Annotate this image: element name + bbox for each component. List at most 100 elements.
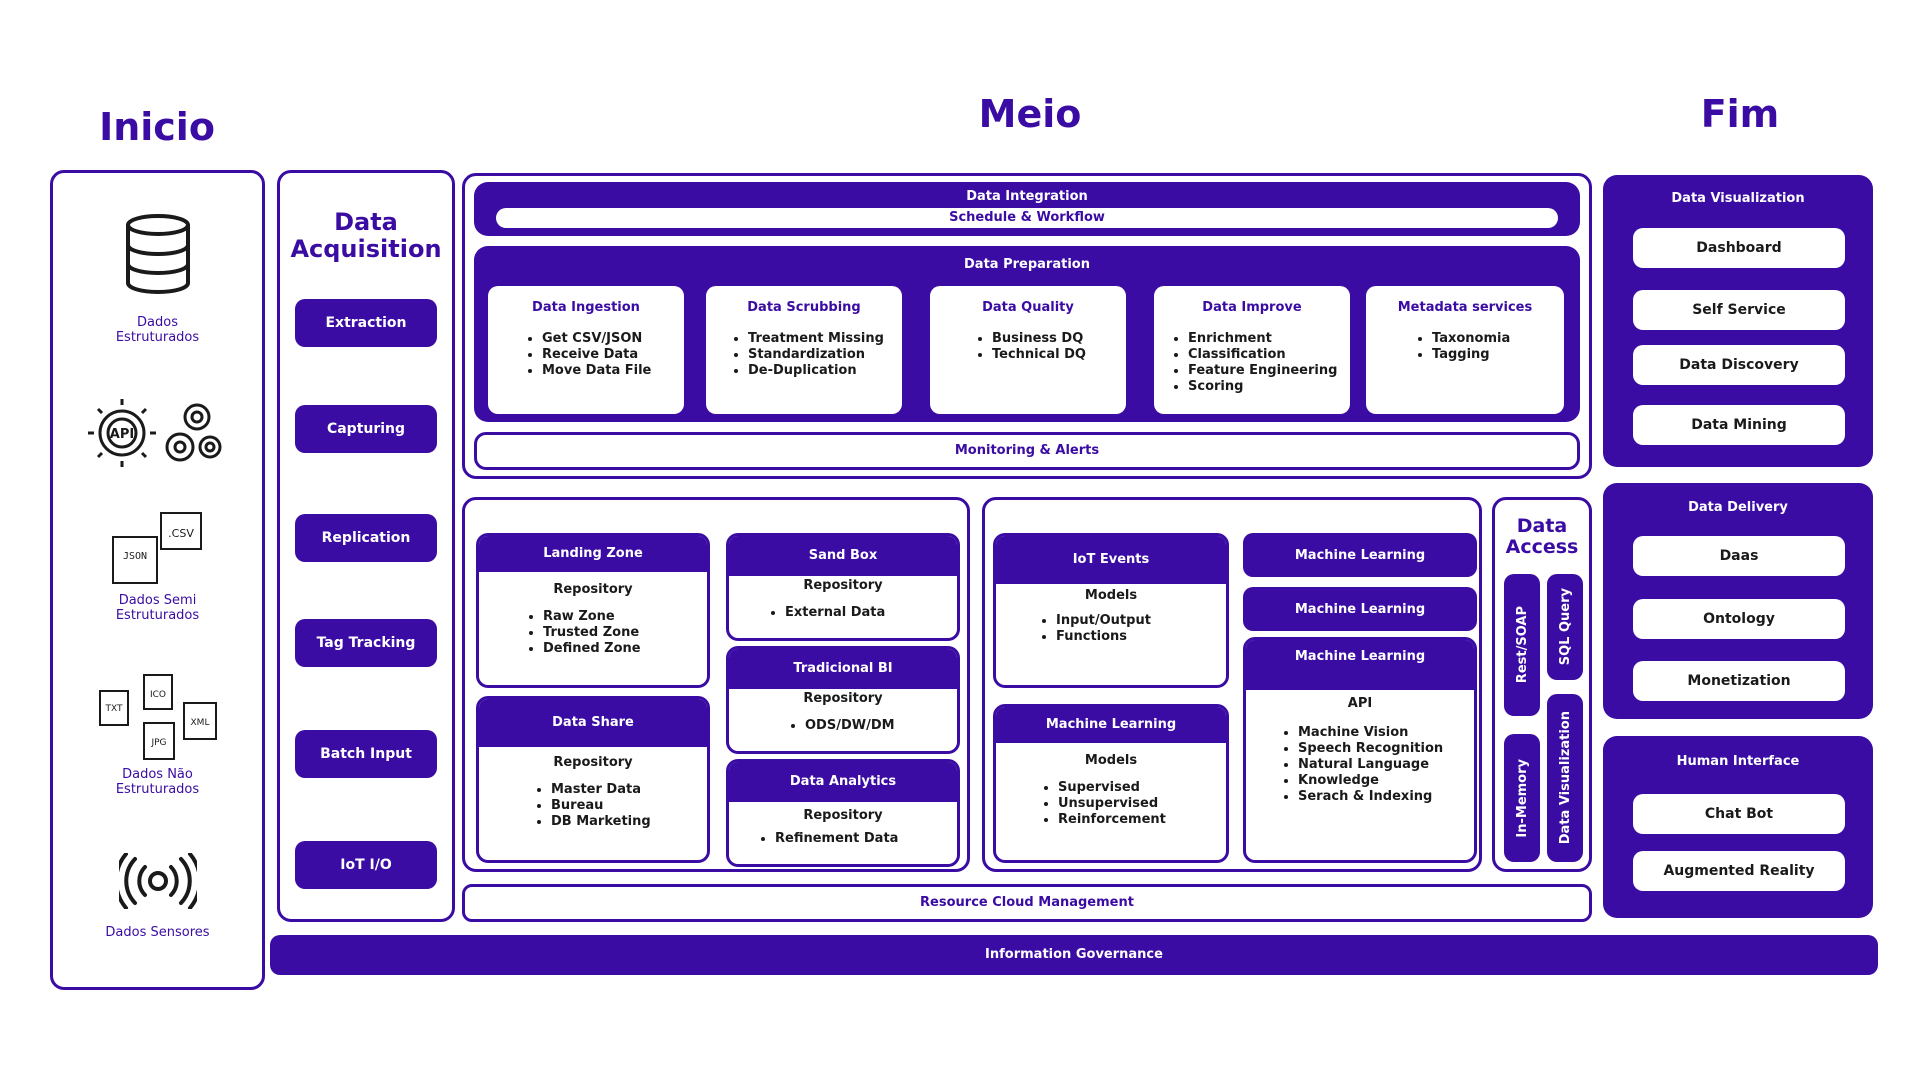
box-list: Raw ZoneTrusted ZoneDefined Zone [479, 609, 707, 657]
in-memory-pill[interactable]: In-Memory [1504, 734, 1540, 862]
card-list: Business DQTechnical DQ [930, 331, 1126, 363]
replication-button[interactable]: Replication [295, 514, 437, 562]
ml-models-box: Machine Learning Models SupervisedUnsupe… [993, 704, 1229, 863]
svg-text:API: API [110, 427, 134, 442]
data-delivery-panel: Data Delivery Daas Ontology Monetization [1603, 483, 1873, 719]
sensor-signal-icon [119, 853, 197, 909]
information-governance-bar[interactable]: Information Governance [270, 935, 1878, 975]
monetization-button[interactable]: Monetization [1633, 661, 1845, 701]
card-title: Metadata services [1397, 300, 1533, 315]
box-title: Sand Box [729, 536, 957, 576]
sql-query-label: SQL Query [1557, 588, 1573, 666]
heading-meio: Meio [978, 92, 1082, 136]
dashboard-button[interactable]: Dashboard [1633, 228, 1845, 268]
box-subtitle: Repository [553, 582, 633, 597]
box-subtitle: API [1347, 696, 1373, 711]
augmented-reality-button[interactable]: Augmented Reality [1633, 851, 1845, 891]
sql-query-pill[interactable]: SQL Query [1547, 574, 1583, 680]
sandbox-box: Sand Box Repository External Data [726, 533, 960, 641]
daas-button[interactable]: Daas [1633, 536, 1845, 576]
box-subtitle: Repository [803, 578, 883, 593]
data-preparation-panel: Data Preparation Data Ingestion Get CSV/… [474, 246, 1580, 422]
chat-bot-button[interactable]: Chat Bot [1633, 794, 1845, 834]
box-subtitle: Models [1084, 588, 1138, 603]
card-list: EnrichmentClassificationFeature Engineer… [1154, 331, 1350, 395]
data-access-title: Data Access [1505, 515, 1579, 558]
svg-text:JPG: JPG [150, 738, 166, 748]
heading-fim: Fim [1700, 92, 1780, 136]
data-mining-button[interactable]: Data Mining [1633, 405, 1845, 445]
ml-zone-panel: IoT Events Models Input/OutputFunctions … [982, 497, 1482, 872]
data-visualization-panel: Data Visualization Dashboard Self Servic… [1603, 175, 1873, 467]
box-list: External Data [729, 605, 957, 621]
meio-processing-panel: Data Integration Schedule & Workflow Dat… [462, 173, 1592, 479]
heading-inicio: Inicio [99, 105, 215, 149]
card-data-scrubbing: Data Scrubbing Treatment MissingStandard… [706, 286, 902, 414]
ontology-button[interactable]: Ontology [1633, 599, 1845, 639]
panel-title: Human Interface [1676, 754, 1800, 769]
box-subtitle: Repository [803, 808, 883, 823]
panel-title: Data Visualization [1671, 191, 1805, 206]
box-subtitle: Repository [803, 691, 883, 706]
card-list: Treatment MissingStandardizationDe-Dupli… [706, 331, 902, 379]
data-visualization-pill[interactable]: Data Visualization [1547, 694, 1583, 862]
card-metadata-services: Metadata services TaxonomiaTagging [1366, 286, 1564, 414]
box-title: Landing Zone [479, 536, 707, 572]
box-list: Machine VisionSpeech RecognitionNatural … [1246, 725, 1474, 805]
card-data-ingestion: Data Ingestion Get CSV/JSONReceive DataM… [488, 286, 684, 414]
box-list: Master DataBureauDB Marketing [479, 782, 707, 830]
card-data-improve: Data Improve EnrichmentClassificationFea… [1154, 286, 1350, 414]
rest-soap-label: Rest/SOAP [1514, 606, 1530, 684]
box-title: Tradicional BI [729, 649, 957, 689]
box-subtitle: Repository [553, 755, 633, 770]
card-title: Data Scrubbing [747, 300, 861, 315]
tag-tracking-button[interactable]: Tag Tracking [295, 619, 437, 667]
database-icon [123, 213, 193, 295]
box-list: ODS/DW/DM [729, 718, 957, 734]
machine-learning-pill-1[interactable]: Machine Learning [1243, 533, 1477, 577]
svg-text:JSON: JSON [123, 551, 147, 562]
source-label-sensors: Dados Sensores [105, 925, 210, 940]
resource-cloud-management-bar[interactable]: Resource Cloud Management [462, 884, 1592, 922]
storage-zone-panel: Landing Zone Repository Raw ZoneTrusted … [462, 497, 970, 872]
iot-io-button[interactable]: IoT I/O [295, 841, 437, 889]
card-title: Data Quality [982, 300, 1074, 315]
card-data-quality: Data Quality Business DQTechnical DQ [930, 286, 1126, 414]
self-service-button[interactable]: Self Service [1633, 290, 1845, 330]
box-list: SupervisedUnsupervisedReinforcement [996, 780, 1226, 828]
batch-input-button[interactable]: Batch Input [295, 730, 437, 778]
data-access-panel: Data Access Rest/SOAP SQL Query In-Memor… [1492, 497, 1592, 872]
box-list: Input/OutputFunctions [996, 613, 1226, 645]
data-acquisition-title: Data Acquisition [290, 208, 442, 263]
rest-soap-pill[interactable]: Rest/SOAP [1504, 574, 1540, 716]
box-title: Data Share [479, 699, 707, 747]
human-interface-panel: Human Interface Chat Bot Augmented Reali… [1603, 736, 1873, 918]
source-label-semi: Dados Semi Estruturados [115, 593, 200, 623]
source-label-unstructured: Dados Não Estruturados [115, 767, 200, 797]
data-discovery-button[interactable]: Data Discovery [1633, 345, 1845, 385]
data-integration-bar: Data Integration Schedule & Workflow [474, 182, 1580, 236]
monitoring-alerts-bar[interactable]: Monitoring & Alerts [474, 432, 1580, 470]
sources-panel: Dados Estruturados API .CSV JSON Dados S… [50, 170, 265, 990]
box-title: Machine Learning [996, 707, 1226, 743]
data-visualization-label: Data Visualization [1557, 711, 1573, 845]
box-subtitle: Models [1084, 753, 1138, 768]
card-list: TaxonomiaTagging [1366, 331, 1564, 363]
landing-zone-box: Landing Zone Repository Raw ZoneTrusted … [476, 533, 710, 688]
in-memory-label: In-Memory [1514, 758, 1530, 838]
svg-text:.CSV: .CSV [168, 527, 194, 540]
machine-learning-pill-2[interactable]: Machine Learning [1243, 587, 1477, 631]
data-preparation-title: Data Preparation [964, 257, 1090, 272]
capturing-button[interactable]: Capturing [295, 405, 437, 453]
data-analytics-box: Data Analytics Repository Refinement Dat… [726, 759, 960, 867]
box-title: Data Analytics [729, 762, 957, 802]
extraction-button[interactable]: Extraction [295, 299, 437, 347]
data-share-box: Data Share Repository Master DataBureauD… [476, 696, 710, 863]
schedule-workflow-bar[interactable]: Schedule & Workflow [496, 208, 1558, 228]
source-label-structured: Dados Estruturados [115, 315, 200, 345]
box-list: Refinement Data [729, 831, 957, 847]
svg-text:TXT: TXT [104, 704, 123, 714]
card-title: Data Ingestion [532, 300, 640, 315]
api-gears-icon: API [88, 395, 228, 471]
